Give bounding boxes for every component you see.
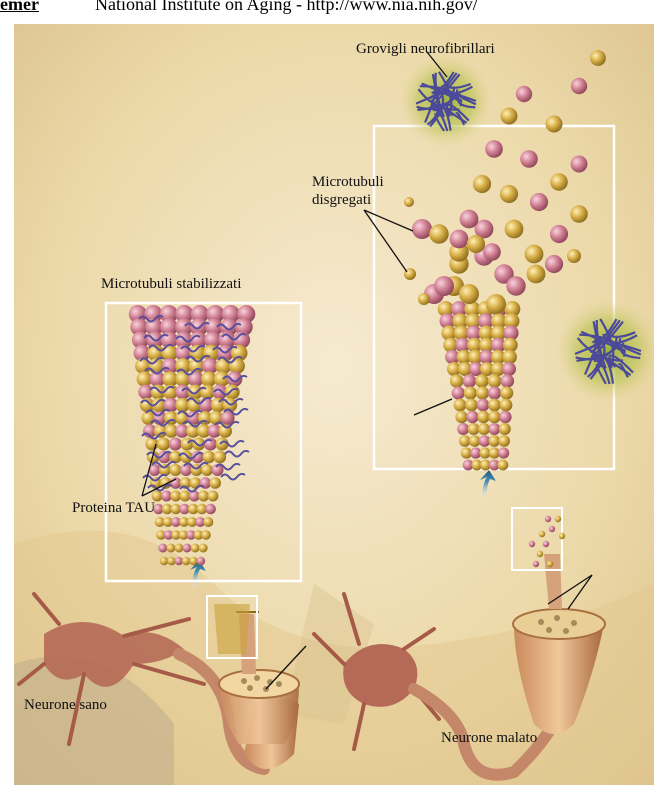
header-label: emer [0,0,73,15]
label-tau: Proteina TAU [72,500,155,517]
label-healthy-neuron: Neurone sano [24,697,107,714]
label-disintegrated-1: Microtubuli [312,174,384,191]
source-credit: National Institute on Aging - http://www… [95,0,478,15]
label-diseased-neuron: Neurone malato [441,730,537,747]
label-tangles: Grovigli neurofibrillari [356,41,495,58]
illustration-canvas [14,24,654,785]
label-disintegrated-2: disgregati [312,192,371,209]
header-text: emer National Institute on Aging - http:… [0,0,662,24]
illustration: Grovigli neurofibrillari Microtubuli dis… [14,24,654,785]
label-stabilized: Microtubuli stabilizzati [101,276,241,293]
tangle-top [400,55,492,147]
page-header: emer National Institute on Aging - http:… [0,0,662,24]
